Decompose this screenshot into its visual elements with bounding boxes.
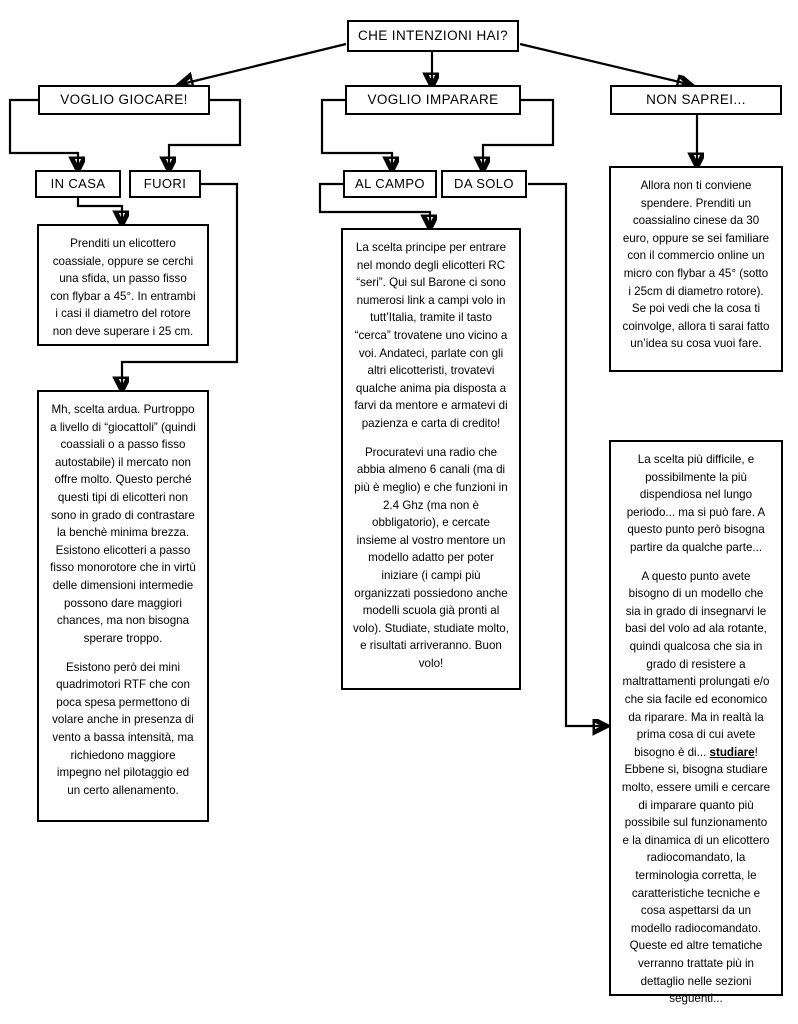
node-branch-play-label: VOGLIO GIOCARE! bbox=[60, 91, 188, 107]
node-option-field-label: AL CAMPO bbox=[355, 176, 425, 192]
answer-alone-p2-before: A questo punto avete bisogno di un model… bbox=[622, 569, 770, 759]
node-root-label: CHE INTENZIONI HAI? bbox=[357, 27, 509, 43]
answer-alone-p2-emphasis: studiare bbox=[709, 745, 755, 759]
node-option-indoor[interactable]: IN CASA bbox=[35, 170, 121, 198]
answer-alone-p2-after: ! Ebbene si, bisogna studiare molto, ess… bbox=[621, 745, 771, 1006]
node-branch-play[interactable]: VOGLIO GIOCARE! bbox=[38, 85, 210, 115]
node-branch-unknown-label: NON SAPREI... bbox=[646, 91, 746, 107]
node-option-alone[interactable]: DA SOLO bbox=[441, 170, 527, 198]
answer-box-outdoor: Mh, scelta ardua. Purtroppo a livello di… bbox=[37, 390, 209, 822]
node-branch-learn[interactable]: VOGLIO IMPARARE bbox=[345, 85, 521, 115]
node-option-outdoor[interactable]: FUORI bbox=[129, 170, 201, 198]
edge-alone-to-answer bbox=[528, 182, 604, 726]
node-root[interactable]: CHE INTENZIONI HAI? bbox=[347, 20, 519, 52]
answer-box-unknown: Allora non ti conviene spendere. Prendit… bbox=[609, 166, 783, 372]
answer-indoor-paragraph-1: Prenditi un elicottero coassiale, oppure… bbox=[50, 237, 196, 339]
answer-alone-paragraph-1: La scelta più difficile, e possibilmente… bbox=[626, 453, 766, 555]
answer-box-alone: La scelta più difficile, e possibilmente… bbox=[609, 440, 783, 1005]
answer-alone-paragraph-2: A questo punto avete bisogno di un model… bbox=[621, 568, 771, 1008]
answer-outdoor-paragraph-1: Mh, scelta ardua. Purtroppo a livello di… bbox=[50, 403, 196, 645]
answer-outdoor-paragraph-2: Esistono però dei mini quadrimotori RTF … bbox=[52, 660, 194, 797]
answer-field-paragraph-2: Procuratevi una radio che abbia almeno 6… bbox=[353, 445, 509, 671]
node-branch-unknown[interactable]: NON SAPREI... bbox=[610, 85, 782, 115]
edge-indoor-to-answer bbox=[76, 196, 122, 222]
edge-root-to-play bbox=[182, 42, 347, 84]
answer-box-indoor: Prenditi un elicottero coassiale, oppure… bbox=[37, 224, 209, 346]
answer-box-field: La scelta principe per entrare nel mondo… bbox=[341, 228, 521, 690]
node-option-field[interactable]: AL CAMPO bbox=[343, 170, 437, 198]
node-option-outdoor-label: FUORI bbox=[143, 176, 187, 192]
edge-root-to-unknown bbox=[519, 42, 688, 84]
answer-field-paragraph-1: La scelta principe per entrare nel mondo… bbox=[354, 241, 508, 431]
node-option-indoor-label: IN CASA bbox=[50, 176, 106, 192]
answer-unknown-paragraph-1: Allora non ti conviene spendere. Prendit… bbox=[622, 179, 770, 351]
node-branch-learn-label: VOGLIO IMPARARE bbox=[367, 91, 499, 107]
node-option-alone-label: DA SOLO bbox=[454, 176, 514, 192]
